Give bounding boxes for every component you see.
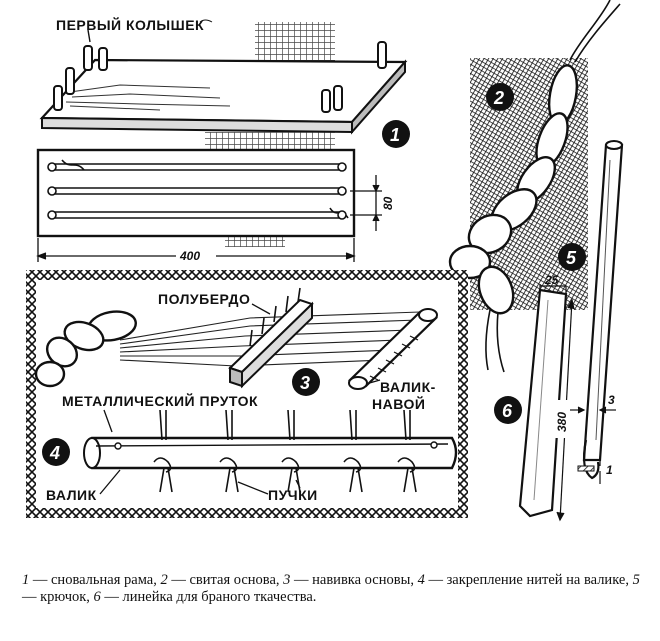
badge-6 xyxy=(494,396,522,424)
frame-board-end xyxy=(351,59,406,135)
label-valik: ВАЛИК xyxy=(46,487,97,503)
svg-text:3: 3 xyxy=(300,373,310,393)
figures-3-4-panel: ПОЛУБЕРДО ВАЛИК- НАВОЙ 3 МЕТАЛЛИЧЕСКИЙ П… xyxy=(26,270,468,518)
svg-text:5: 5 xyxy=(566,248,577,268)
frame-pegs xyxy=(53,41,387,113)
thread-bunches xyxy=(153,409,417,493)
svg-text:4: 4 xyxy=(49,443,60,463)
roller-valik xyxy=(83,436,458,470)
figure-1-warping-frame: ПЕРВЫЙ КОЛЫШЕК xyxy=(36,16,410,264)
figure-6-ruler: 25 380 6 xyxy=(494,273,575,522)
figure-2-twisted-warp: 2 xyxy=(448,0,621,373)
figure-5-hook: 3 1 5 xyxy=(558,140,624,484)
label-poluberdo: ПОЛУБЕРДО xyxy=(158,291,250,307)
dim-frame-width: 400 xyxy=(179,249,200,263)
svg-text:2: 2 xyxy=(493,88,504,108)
badge-3 xyxy=(292,368,320,396)
dim-hook-width: 3 xyxy=(608,393,615,407)
warp-beam xyxy=(347,308,439,390)
frame-board-top xyxy=(39,58,408,124)
label-metal-rod: МЕТАЛЛИЧЕСКИЙ ПРУТОК xyxy=(62,392,258,409)
frame-plan-view xyxy=(36,148,356,238)
badge-2 xyxy=(486,83,514,111)
svg-text:6: 6 xyxy=(502,401,513,421)
svg-text:1: 1 xyxy=(390,125,400,145)
dim-ruler-thickness: 1 xyxy=(606,463,613,477)
badge-1 xyxy=(382,120,410,148)
poluberdo-reed xyxy=(228,298,314,389)
label-valik-navoi-2: НАВОЙ xyxy=(372,395,425,412)
dim-ruler-length: 380 xyxy=(555,412,569,432)
texture-patch xyxy=(255,22,335,64)
dim-frame-gap: 80 xyxy=(381,196,395,210)
figure-caption: 1 — сновальная рама, 2 — свитая основа, … xyxy=(22,572,640,605)
badge-4 xyxy=(42,438,70,466)
label-first-peg: ПЕРВЫЙ КОЛЫШЕК xyxy=(56,16,204,33)
dim-ruler-width: 25 xyxy=(544,273,559,287)
label-puchki: ПУЧКИ xyxy=(268,487,318,503)
texture-patch xyxy=(205,132,335,154)
badge-5 xyxy=(558,243,586,271)
label-valik-navoi-1: ВАЛИК- xyxy=(380,379,436,395)
